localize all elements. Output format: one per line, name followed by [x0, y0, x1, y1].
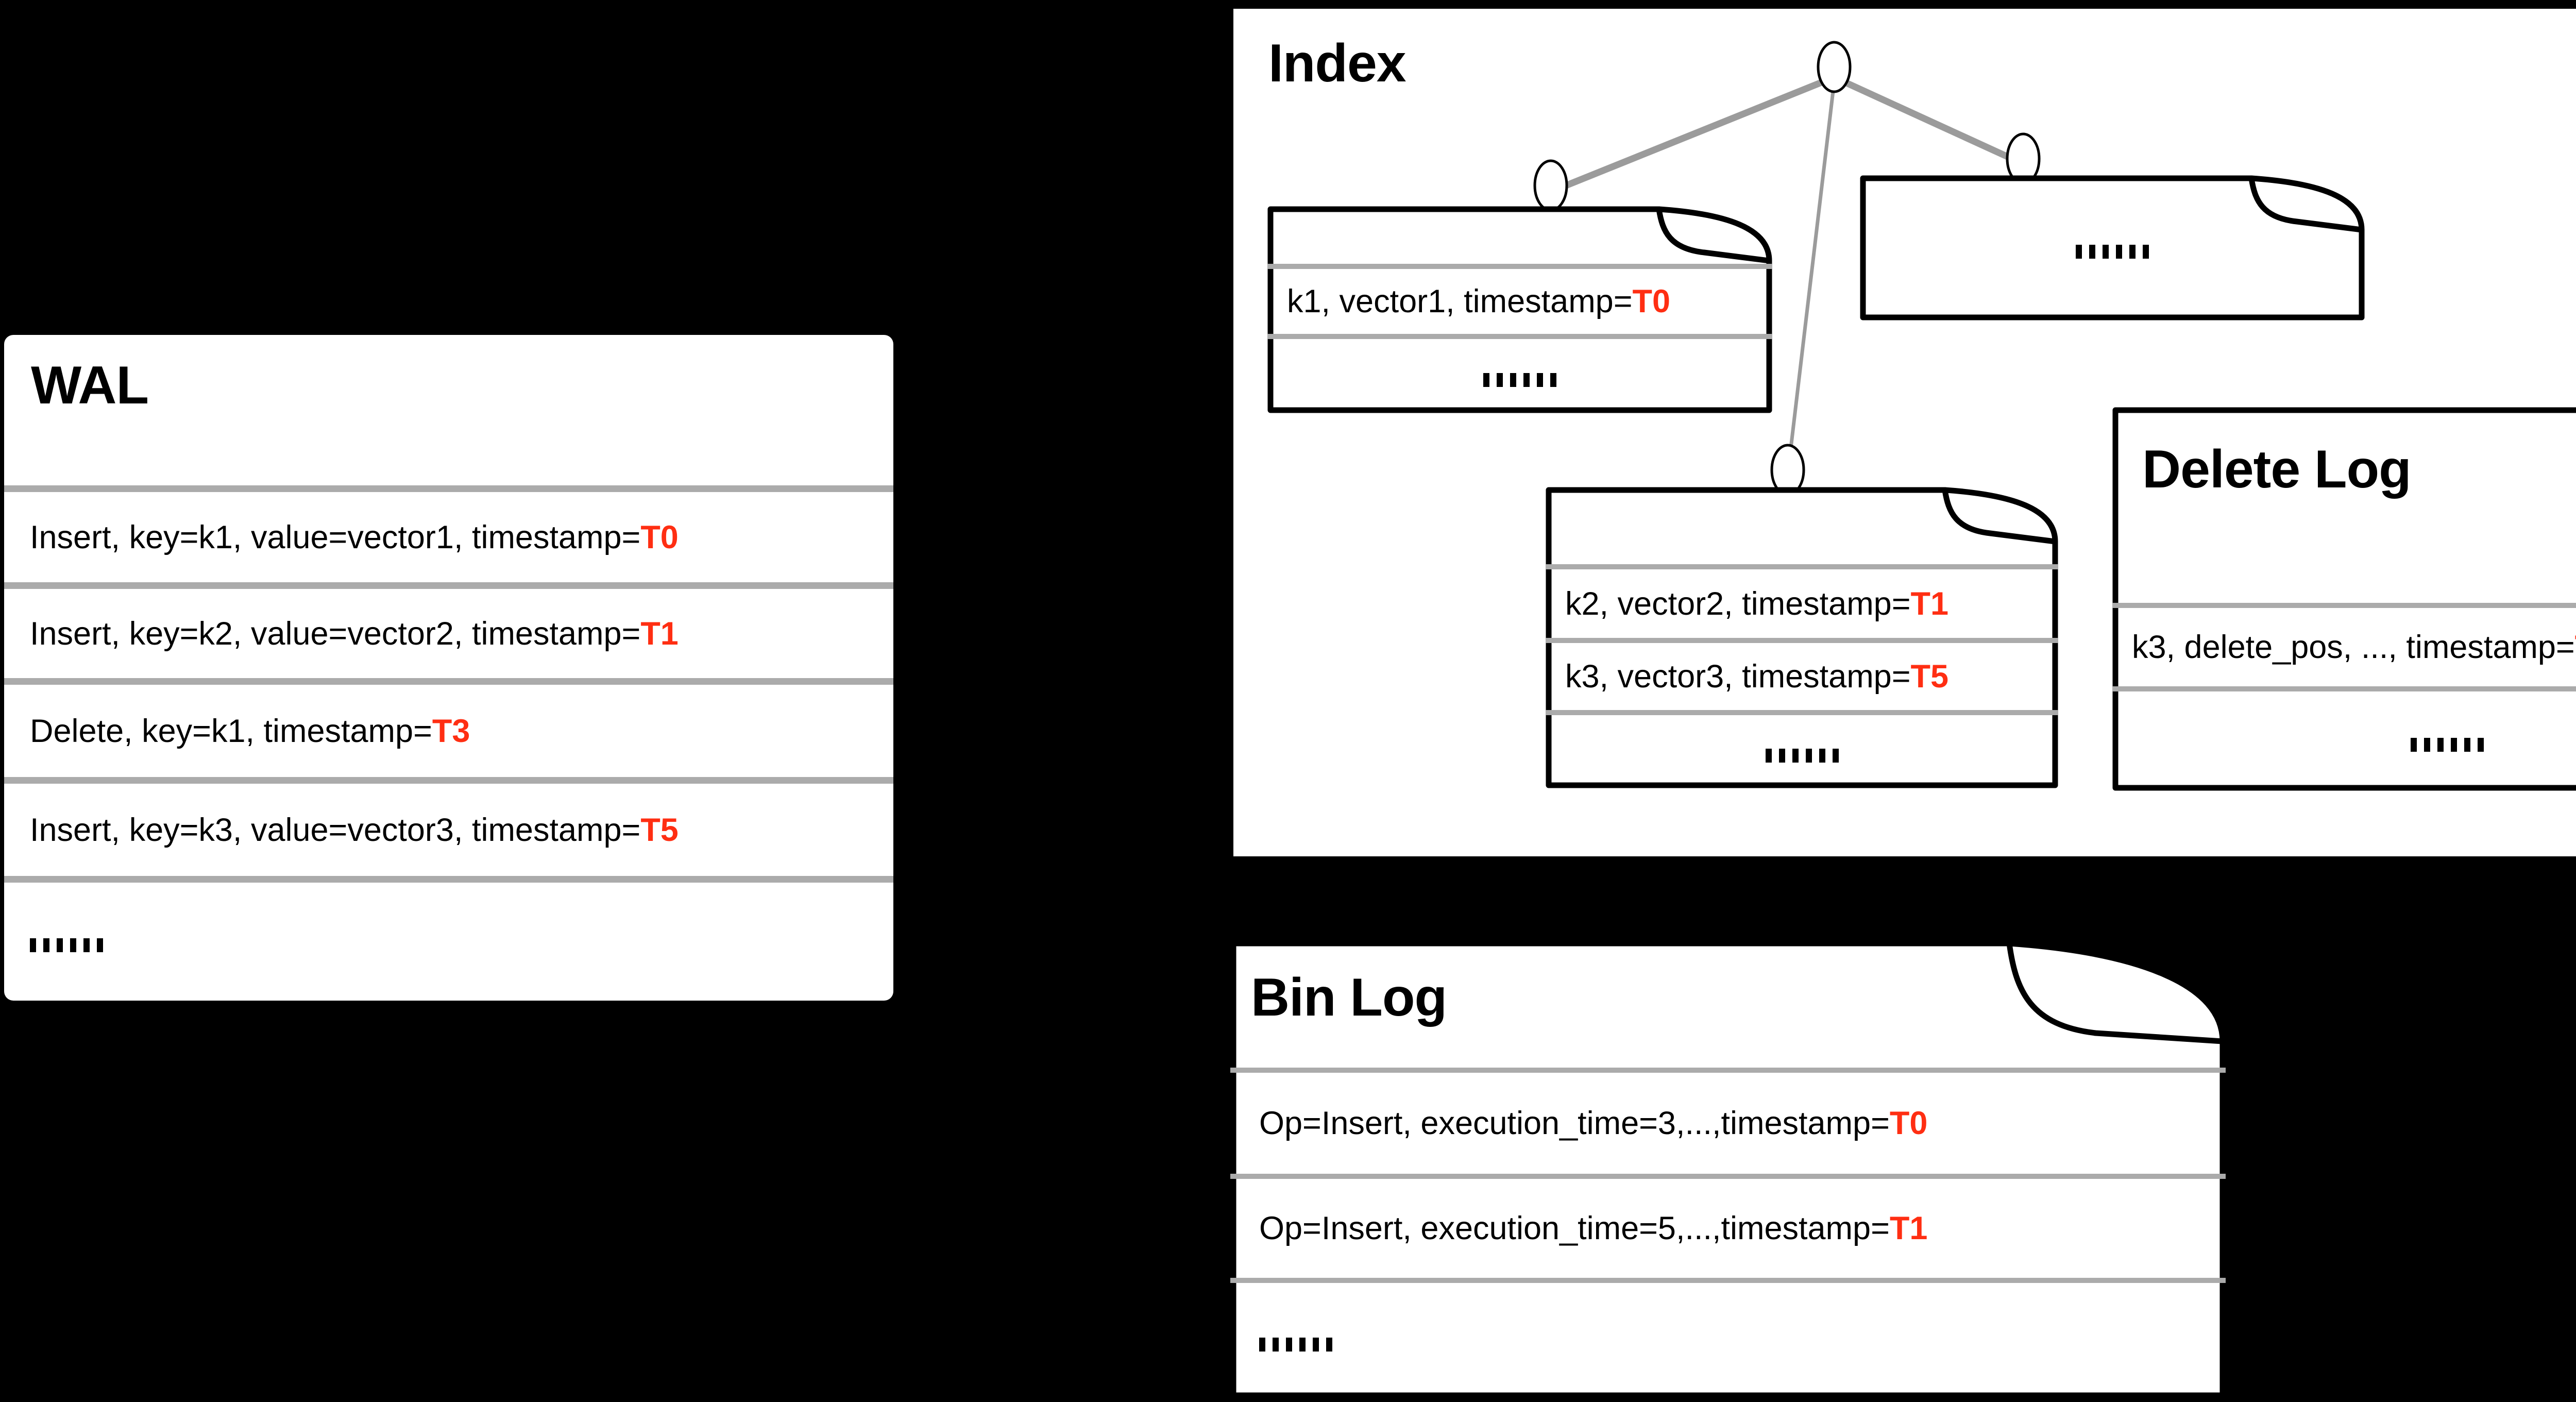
wal-header: WAL	[4, 335, 893, 485]
wal-panel: WAL Insert, key=k1, value=vector1, times…	[4, 335, 893, 1001]
wal-row-ellipsis	[4, 876, 893, 1001]
delete-log-row-ellipsis	[2112, 686, 2576, 791]
timestamp-value: T1	[1910, 585, 1949, 622]
wal-row: Insert, key=k1, value=vector1, timestamp…	[4, 485, 893, 582]
document-shape	[1267, 206, 1772, 413]
timestamp-value: T0	[640, 519, 679, 555]
ellipsis-dots	[30, 883, 103, 1001]
timestamp-value: T1	[640, 615, 679, 652]
timestamp-value: T5	[640, 812, 679, 848]
timestamp-value: T1	[1889, 1210, 1928, 1246]
bin-log-row-ellipsis	[1230, 1278, 2226, 1398]
ellipsis-dots	[1259, 1283, 1332, 1398]
segment-row-text: k1, vector1, timestamp=	[1287, 283, 1633, 319]
timestamp-value: T3	[2575, 629, 2576, 666]
segment-header	[1546, 487, 2058, 564]
bin-log: Bin Log Op=Insert, execution_time=3,...,…	[1230, 940, 2226, 1398]
segment-header	[1267, 206, 1772, 264]
delete-log: Delete Log k3, delete_pos, ..., timestam…	[2112, 407, 2576, 791]
bin-log-row-text: Op=Insert, execution_time=5,...,timestam…	[1259, 1210, 1890, 1246]
timestamp-value: T0	[1889, 1105, 1928, 1141]
timestamp-value: T5	[1910, 658, 1949, 695]
index-segment-k2-k3: k2, vector2, timestamp=T1 k3, vector3, t…	[1546, 487, 2058, 788]
segment-row: k1, vector1, timestamp=T0	[1267, 264, 1772, 334]
delete-log-row-text: k3, delete_pos, ..., timestamp=	[2132, 629, 2575, 665]
ellipsis-dots	[1483, 339, 1556, 413]
ellipsis-dots	[2076, 238, 2149, 259]
wal-row: Insert, key=k3, value=vector3, timestamp…	[4, 777, 893, 876]
wal-row-text: Insert, key=k2, value=vector2, timestamp…	[30, 615, 641, 652]
wal-row: Delete, key=k1, timestamp=T3	[4, 678, 893, 777]
index-segment-k1: k1, vector1, timestamp=T0	[1267, 206, 1772, 413]
segment-row-text: k2, vector2, timestamp=	[1565, 585, 1911, 622]
segment-row: k3, vector3, timestamp=T5	[1546, 638, 2058, 710]
delete-log-title: Delete Log	[2142, 440, 2412, 499]
document-shape	[1860, 175, 2365, 320]
segment-row-ellipsis	[1546, 710, 2058, 788]
wal-row-text: Insert, key=k3, value=vector3, timestamp…	[30, 812, 641, 848]
segment-row-ellipsis	[1267, 334, 1772, 413]
segment-row-text: k3, vector3, timestamp=	[1565, 658, 1911, 695]
ellipsis-dots	[2411, 691, 2484, 791]
document-shape	[2112, 407, 2576, 791]
bin-log-row-text: Op=Insert, execution_time=3,...,timestam…	[1259, 1105, 1890, 1141]
wal-row-text: Delete, key=k1, timestamp=	[30, 713, 432, 749]
wal-row: Insert, key=k2, value=vector2, timestamp…	[4, 582, 893, 678]
delete-log-row: k3, delete_pos, ..., timestamp=T3	[2112, 603, 2576, 686]
bin-log-title: Bin Log	[1251, 968, 1447, 1027]
bin-log-row: Op=Insert, execution_time=5,...,timestam…	[1230, 1174, 2226, 1278]
segment-row: k2, vector2, timestamp=T1	[1546, 564, 2058, 638]
wal-title: WAL	[31, 356, 149, 415]
index-title: Index	[1268, 33, 1406, 93]
timestamp-value: T0	[1632, 283, 1671, 319]
ellipsis-dots	[1765, 715, 1839, 788]
bin-log-header: Bin Log	[1230, 940, 2226, 1068]
index-segment-more	[1860, 175, 2365, 320]
timestamp-value: T3	[432, 713, 470, 749]
delete-log-header: Delete Log	[2112, 407, 2576, 603]
bin-log-row: Op=Insert, execution_time=3,...,timestam…	[1230, 1068, 2226, 1174]
wal-row-text: Insert, key=k1, value=vector1, timestamp…	[30, 519, 641, 555]
